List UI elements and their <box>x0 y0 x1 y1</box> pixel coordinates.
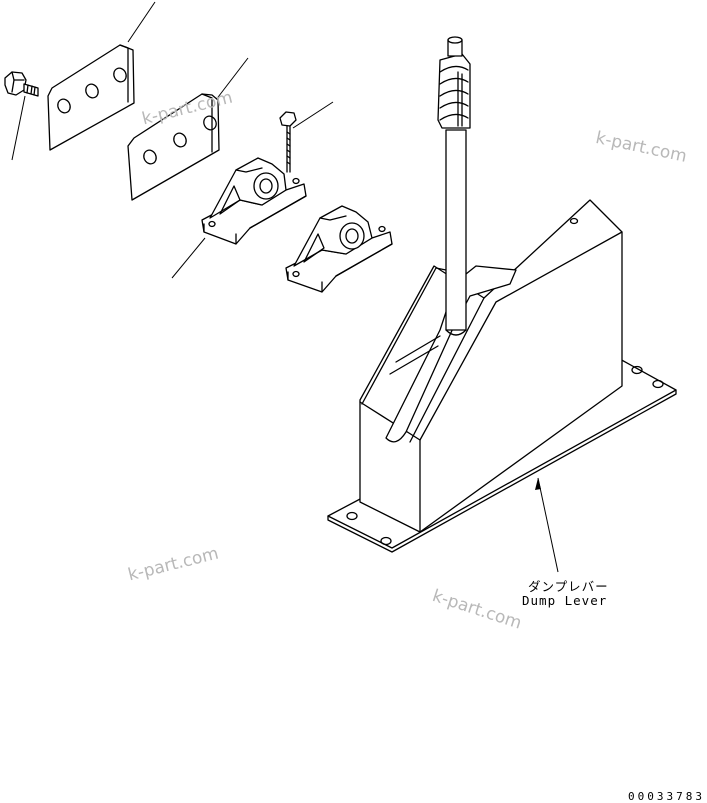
hex-bolt-left <box>4 71 39 97</box>
small-screw <box>279 111 297 173</box>
pivot-bracket-2 <box>285 205 393 293</box>
callout-arrow <box>535 478 541 490</box>
callout-label-english: Dump Lever <box>522 593 608 608</box>
callout-leader-line <box>537 477 559 573</box>
flange-hole <box>380 536 392 546</box>
mounting-plate-2 <box>127 93 220 201</box>
flange-hole <box>631 365 643 375</box>
drawing-number: 00033783 <box>628 790 705 803</box>
callout-label-japanese: ダンプレバー <box>528 579 609 594</box>
dump-lever-assembly <box>327 36 677 553</box>
mounting-plate-1 <box>47 44 135 151</box>
flange-hole <box>652 379 664 389</box>
lever-rod <box>445 129 467 331</box>
lever-slot <box>385 265 517 443</box>
leader-lines <box>11 1 334 279</box>
flange-hole <box>346 511 358 521</box>
pivot-bracket-1 <box>201 157 307 245</box>
